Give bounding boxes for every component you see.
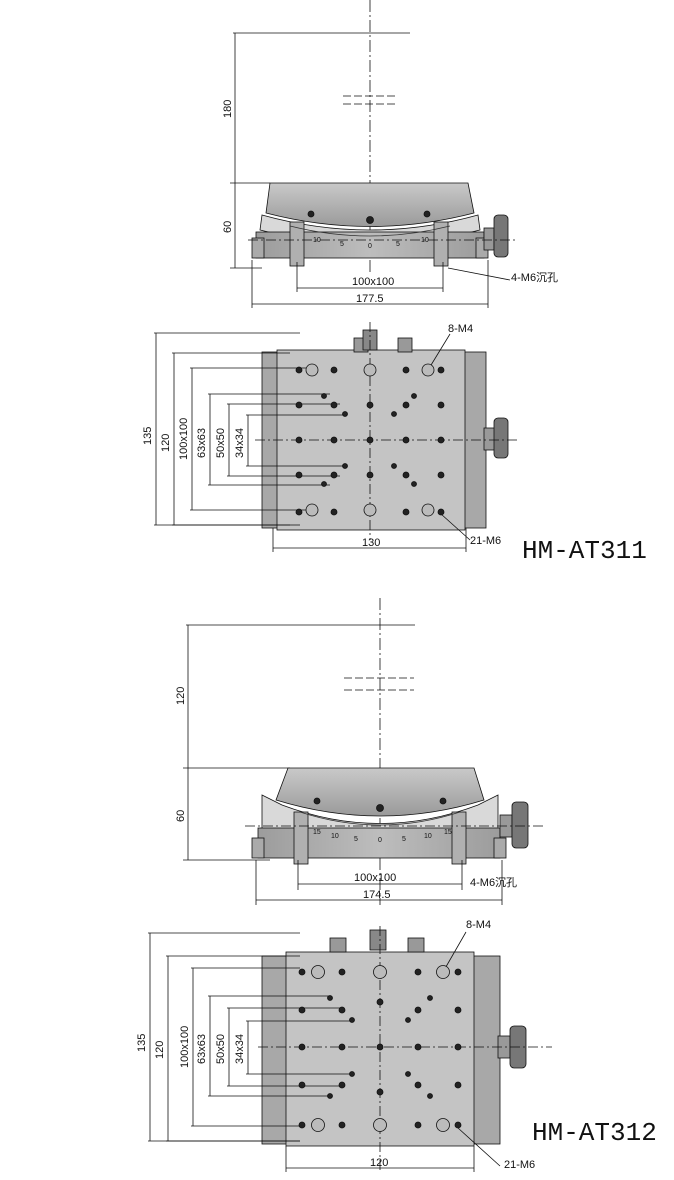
- scale-tick: 5: [402, 836, 406, 843]
- scale-tick: 15: [444, 829, 452, 836]
- dim-height: 50x50: [215, 428, 227, 458]
- scale-tick: 10: [421, 237, 429, 244]
- scale-tick: 10: [424, 833, 432, 840]
- scale-tick: 10: [313, 237, 321, 244]
- dim-height-clearance: 120: [175, 687, 187, 705]
- stage2-top-view: [148, 926, 552, 1172]
- stage1-side-view: [230, 0, 516, 308]
- dim-width: 120: [370, 1157, 388, 1169]
- scale-tick: 0: [368, 243, 372, 250]
- dim-height: 135: [142, 427, 154, 445]
- label-top-holes: 8-M4: [448, 323, 473, 335]
- dim-height: 120: [160, 434, 172, 452]
- scale-tick: 0: [378, 837, 382, 844]
- dim-width-mount: 100x100: [354, 872, 396, 884]
- label-base-holes: 21-M6: [470, 535, 501, 547]
- stage1-top-view: [154, 322, 520, 552]
- dim-height: 63x63: [196, 428, 208, 458]
- dim-height: 120: [154, 1041, 166, 1059]
- dim-width-total: 177.5: [356, 293, 384, 305]
- label-mount-holes: 4-M6沉孔: [470, 876, 517, 889]
- dim-height: 34x34: [234, 1034, 246, 1064]
- model-label: HM-AT311: [522, 536, 647, 566]
- stage1-side-scale: 10 5 0 5 10: [313, 237, 429, 250]
- stage2-side-view: [183, 598, 545, 905]
- dim-height-body: 60: [222, 221, 234, 233]
- dim-height: 135: [136, 1034, 148, 1052]
- dim-width-total: 174.5: [363, 889, 391, 901]
- label-top-holes: 8-M4: [466, 919, 491, 931]
- dim-height: 100x100: [179, 1026, 191, 1068]
- dim-height: 63x63: [196, 1034, 208, 1064]
- dim-height: 34x34: [234, 428, 246, 458]
- model-label: HM-AT312: [532, 1118, 657, 1148]
- scale-tick: 10: [331, 833, 339, 840]
- dim-width: 130: [362, 537, 380, 549]
- dim-height: 100x100: [178, 418, 190, 460]
- dim-height-body: 60: [175, 810, 187, 822]
- scale-tick: 5: [354, 836, 358, 843]
- dim-height-clearance: 180: [222, 100, 234, 118]
- label-base-holes: 21-M6: [504, 1159, 535, 1171]
- label-mount-holes: 4-M6沉孔: [511, 271, 558, 284]
- scale-tick: 15: [313, 829, 321, 836]
- dim-height: 50x50: [215, 1034, 227, 1064]
- stage2-side-scale: 15 10 5 0 5 10 15: [313, 829, 452, 844]
- dim-width-mount: 100x100: [352, 276, 394, 288]
- scale-tick: 5: [340, 241, 344, 248]
- scale-tick: 5: [396, 241, 400, 248]
